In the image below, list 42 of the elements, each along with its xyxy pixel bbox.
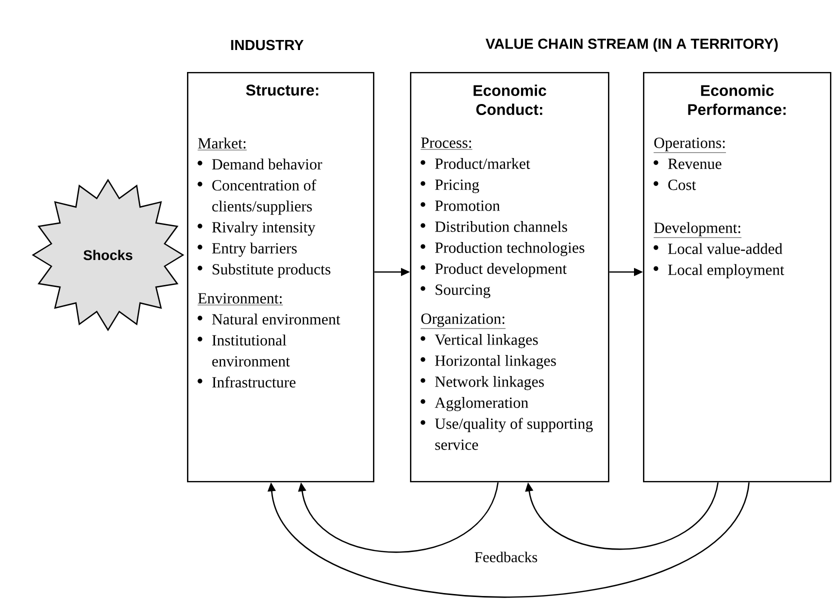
section-heading: Operations: [653,138,726,153]
box-heading: Economic Performance: [688,84,786,116]
list-item: Local value-added [654,243,782,254]
section-heading: Process: [420,138,473,150]
list-item: Network linkages [420,376,544,390]
list-item: Use/quality of supporting service [420,418,593,450]
text-box [643,72,832,482]
arrow [268,482,750,598]
list-item: Product development [420,263,567,278]
section-heading: Development: [653,222,742,238]
arrow [298,482,499,553]
list-item: Cost [654,180,696,190]
box-heading: Economic Conduct: [474,84,546,116]
list-item: Institutional environment [198,334,290,367]
list-item: Revenue [654,158,722,170]
column-heading: INDUSTRY [231,40,304,50]
list-item: Natural environment [198,314,340,325]
list-item: Distribution channels [420,221,568,232]
list-item: Demand behavior [198,158,322,170]
list-item: Product/market [420,158,530,169]
list-item: Substitute products [198,264,330,278]
list-item: Production technologies [420,242,584,256]
list-item: Sourcing [420,284,490,298]
text-box [187,72,374,482]
list-item: Local employment [654,264,784,278]
list-item: Infrastructure [198,376,296,388]
list-item: Pricing [420,180,480,194]
box-heading: Structure: [246,84,318,96]
feedback-label: Feedbacks [474,552,538,562]
column-heading: VALUE CHAIN STREAM (IN A TERRITORY) [486,38,778,52]
section-heading: Market: [197,138,247,150]
arrow [525,482,719,550]
list-item: Entry barriers [198,242,297,257]
list-item: Vertical linkages [420,334,538,348]
list-item: Rivalry intensity [198,222,316,236]
list-item: Concentration of clients/suppliers [198,179,316,215]
section-heading: Organization: [420,314,506,329]
section-heading: Environment: [197,293,284,306]
text-box [410,72,610,482]
list-item: Promotion [420,200,500,211]
list-item: Horizontal linkages [420,355,556,370]
list-item: Agglomeration [420,397,528,412]
